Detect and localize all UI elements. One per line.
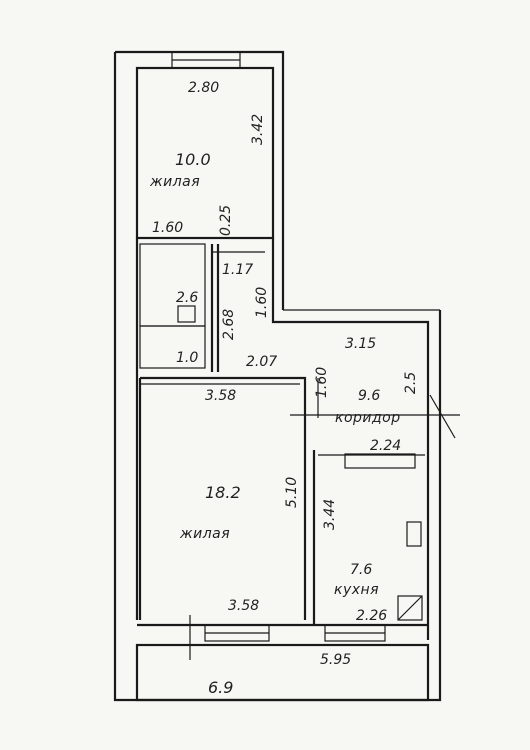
dim-corridor-right: 3.15 [345, 336, 376, 352]
room-area-kitchen: 7.6 [350, 562, 372, 578]
room-name-living-big: жилая [179, 526, 230, 542]
dim-total-width: 5.95 [320, 652, 351, 668]
room-name-corridor: коридор [335, 410, 401, 426]
dim-passage-height: 1.60 [254, 287, 270, 318]
room-area-living-top: 10.0 [175, 150, 211, 169]
dim-big-width-top: 3.58 [205, 388, 236, 404]
dim-top-height: 3.42 [250, 114, 266, 145]
room-labels: 10.0 жилая 2.6 1.0 9.6 коридор 18.2 жила… [149, 150, 401, 697]
apartment-walls [135, 51, 460, 702]
room-area-small: 2.6 [176, 290, 198, 306]
room-area-closet: 1.0 [176, 350, 198, 366]
dim-big-width-bottom: 3.58 [228, 598, 259, 614]
room-area-living-big: 18.2 [205, 483, 241, 502]
room-name-kitchen: кухня [334, 582, 379, 598]
dim-small-width: 1.17 [222, 262, 253, 278]
dim-kitchen-height: 3.44 [322, 499, 338, 530]
dim-kitchen-width: 2.24 [370, 438, 401, 454]
dim-corridor-height: 2.5 [403, 372, 419, 394]
dim-corridor-width: 2.07 [246, 354, 277, 370]
room-area-corridor: 9.6 [358, 388, 380, 404]
dim-top-width: 2.80 [188, 80, 219, 96]
dim-door-width: 1.60 [314, 367, 330, 398]
outer-frame [113, 50, 442, 702]
room-area-balcony: 6.9 [208, 678, 233, 697]
dim-partition-width: 1.60 [152, 220, 183, 236]
room-name-living-top: жилая [149, 174, 200, 190]
dim-partition-thickness: 0.25 [218, 205, 234, 236]
dim-kitchen-bottom: 2.26 [356, 608, 387, 624]
dim-big-height: 5.10 [284, 477, 300, 508]
dim-small-height: 2.68 [221, 309, 237, 340]
dimension-labels: 2.80 3.42 1.60 0.25 1.17 2.68 1.60 2.07 … [152, 80, 419, 668]
